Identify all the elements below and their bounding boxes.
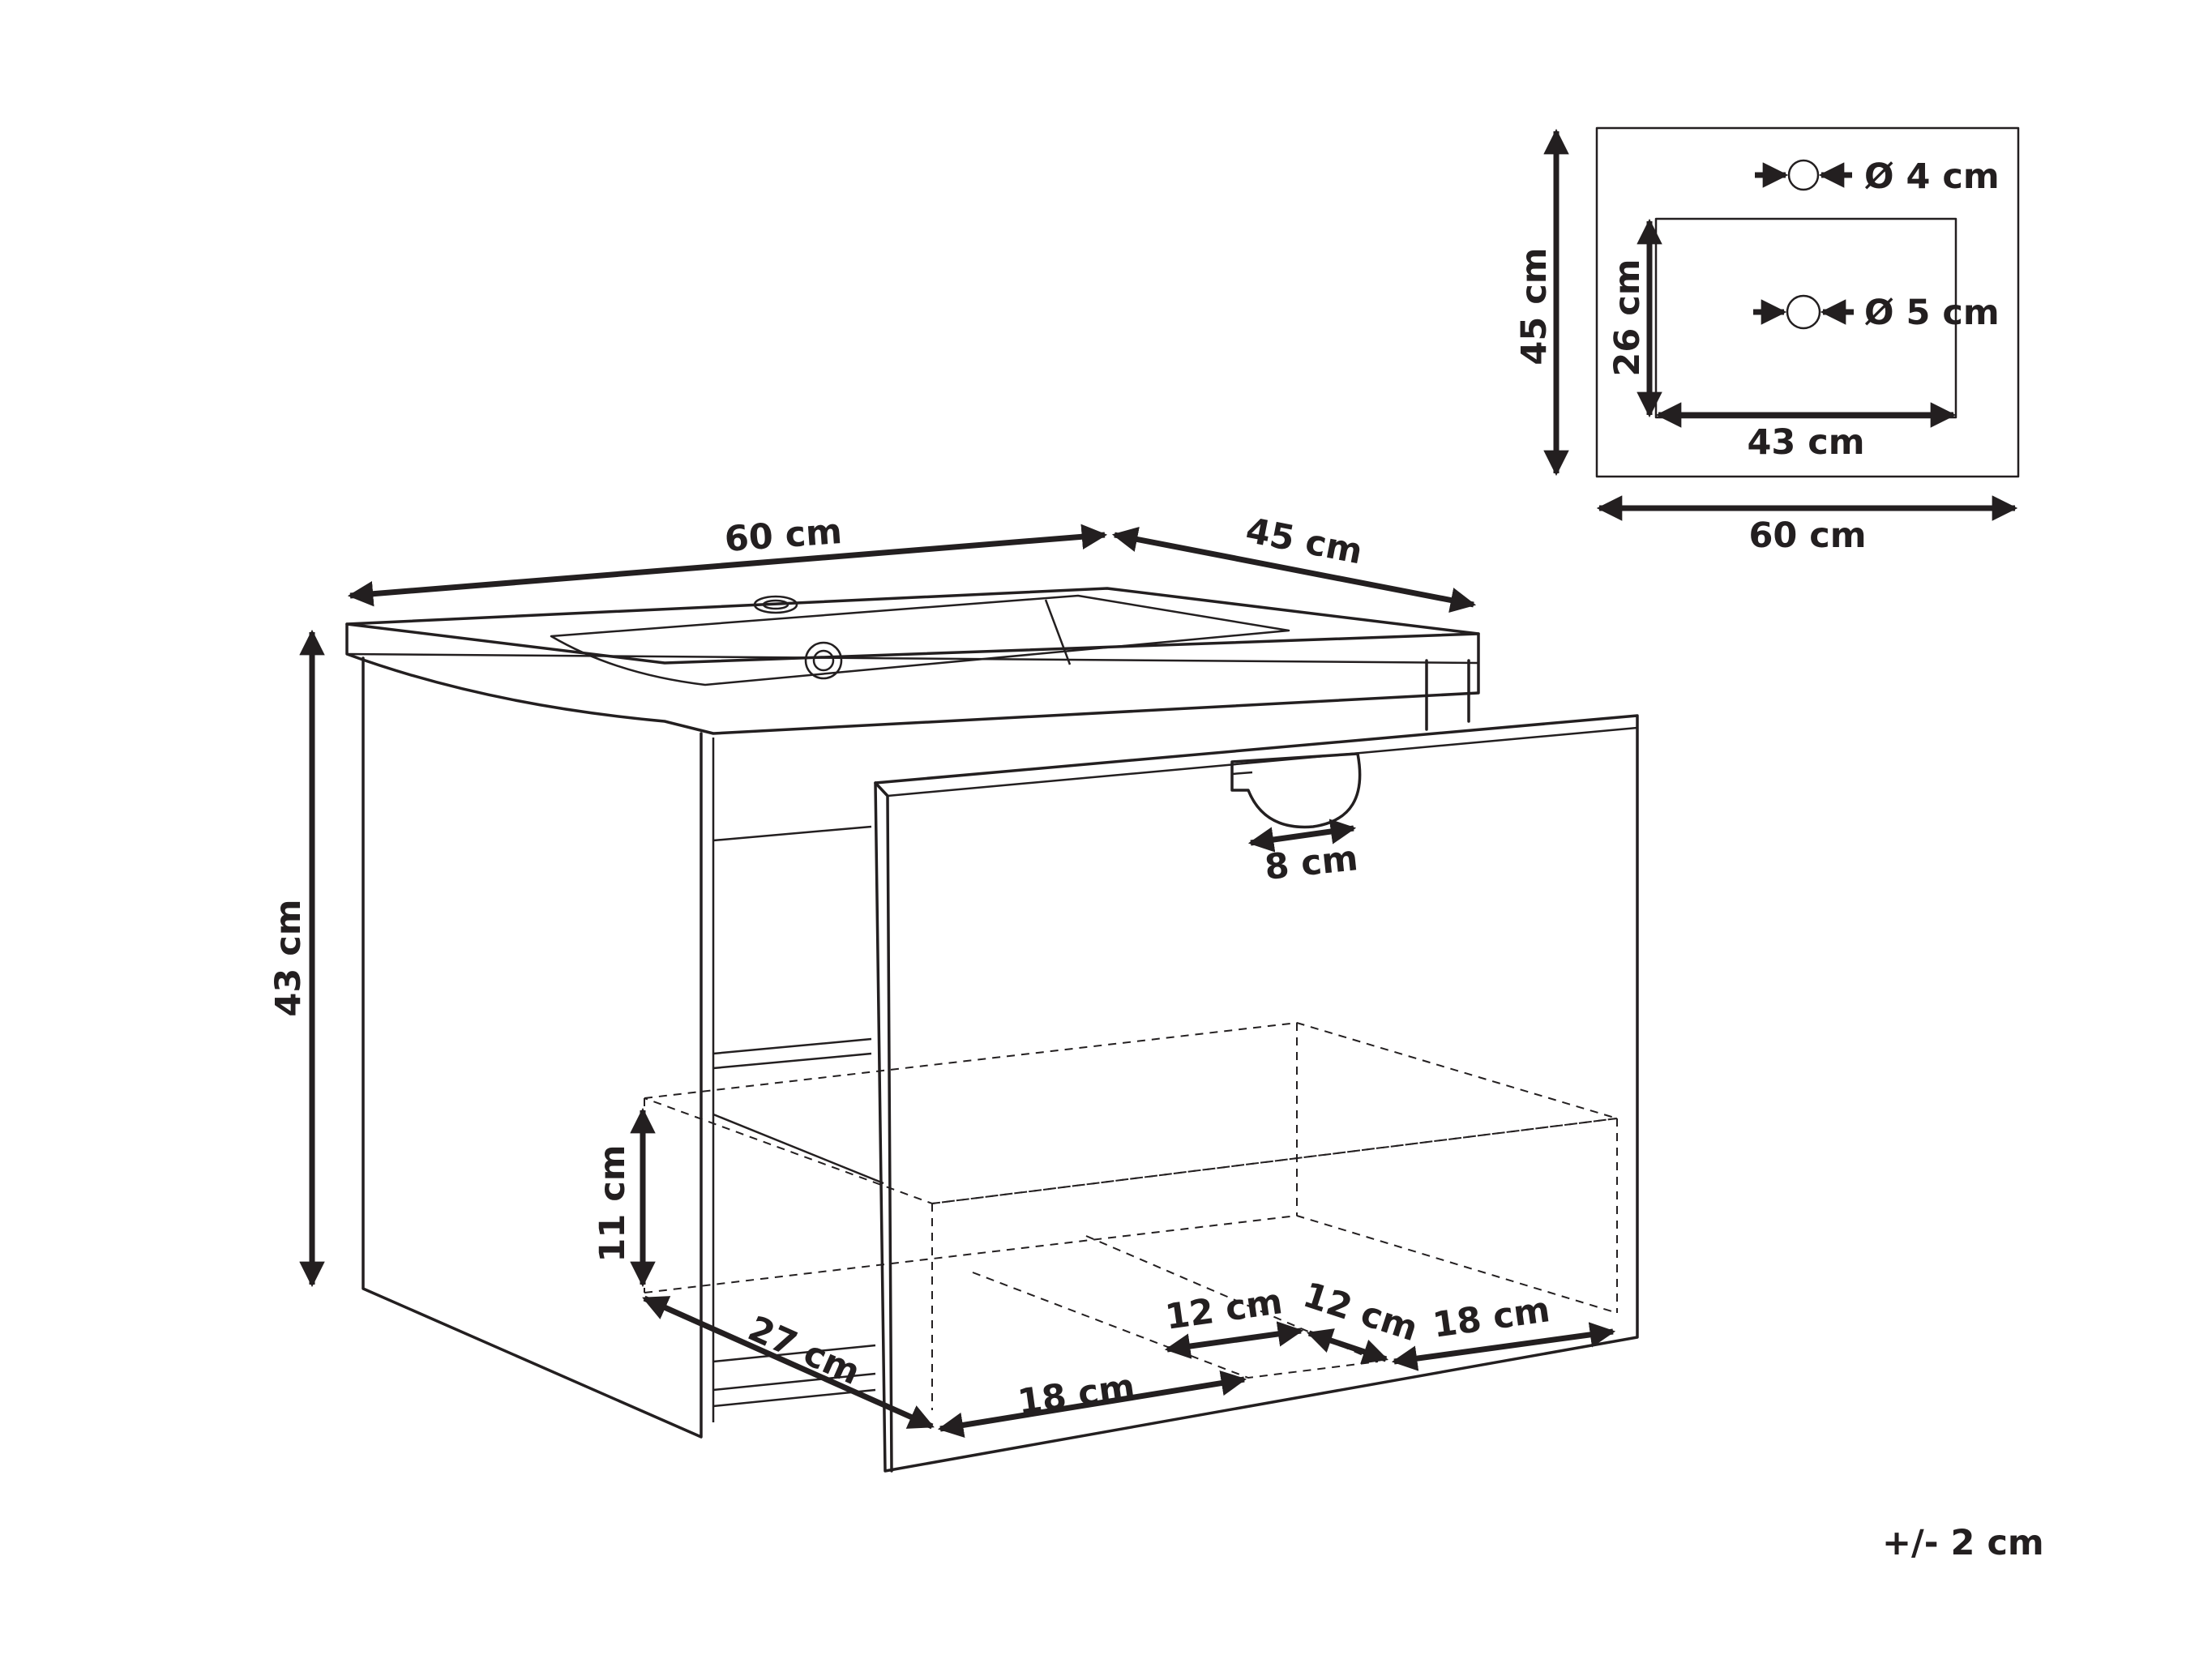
tolerance-label: +/- 2 cm	[1882, 1523, 2044, 1563]
drain-hole-label: Ø 5 cm	[1864, 293, 2000, 333]
plan-tap-hole	[1787, 159, 1820, 191]
plan-width-label: 60 cm	[1748, 515, 1866, 556]
drawer-front	[874, 714, 1639, 1473]
drain-hole-inner	[812, 649, 835, 672]
tap-hole-label: Ø 4 cm	[1864, 156, 2000, 197]
plan-outline	[1595, 126, 2020, 478]
drawer-height-label: 11 cm	[593, 1144, 633, 1262]
basin-bowl	[550, 594, 1290, 686]
handle-dimension-arrow	[1247, 819, 1357, 853]
drawer-depth-arrow	[642, 1295, 935, 1430]
drawer-front-inner-top	[887, 726, 1638, 797]
cabinet-shelf-upper	[712, 825, 872, 1070]
width-dimension-arrow	[347, 524, 1108, 607]
drawer-back-12a-arrow	[1164, 1321, 1304, 1359]
dimension-arrows	[299, 524, 1616, 1438]
drawer-handle	[1230, 752, 1362, 829]
depth-dimension-arrow	[1111, 526, 1477, 614]
countertop-front-edge	[345, 622, 1480, 735]
drawer-back-18-arrow	[1391, 1322, 1616, 1371]
basin-depth-label: 26 cm	[1607, 259, 1648, 376]
drain-hole	[804, 641, 843, 680]
basin-width-label: 43 cm	[1747, 422, 1864, 463]
countertop-side-edge	[346, 652, 1479, 665]
drawer-back-18-label: 18 cm	[1431, 1289, 1553, 1346]
countertop-top-surface	[345, 587, 1480, 665]
height-label: 43 cm	[268, 899, 309, 1016]
cabinet-back-post	[1425, 659, 1470, 731]
drawer-back-12a-label: 12 cm	[1163, 1281, 1286, 1338]
dimension-labels: 60 cm 45 cm 43 cm 8 cm 11 cm 27 cm 18 cm…	[268, 156, 2044, 1563]
cabinet-drawer-rail	[712, 1113, 884, 1185]
handle-width-label: 8 cm	[1263, 838, 1360, 888]
width-top-label: 60 cm	[723, 511, 843, 560]
plan-view	[1543, 126, 2020, 521]
plan-drain-hole	[1786, 294, 1821, 330]
drawer-front-18-arrow	[937, 1370, 1247, 1438]
drawer-back-12b-arrow	[1307, 1328, 1388, 1364]
drawer-handle-edge	[1231, 771, 1253, 776]
basin-inner-slope	[1044, 599, 1072, 665]
drawer-front-18-label: 18 cm	[1016, 1366, 1138, 1423]
plan-depth-label: 45 cm	[1514, 247, 1555, 365]
vanity-cabinet	[345, 587, 1639, 1473]
cabinet-side-panel	[362, 656, 703, 1439]
